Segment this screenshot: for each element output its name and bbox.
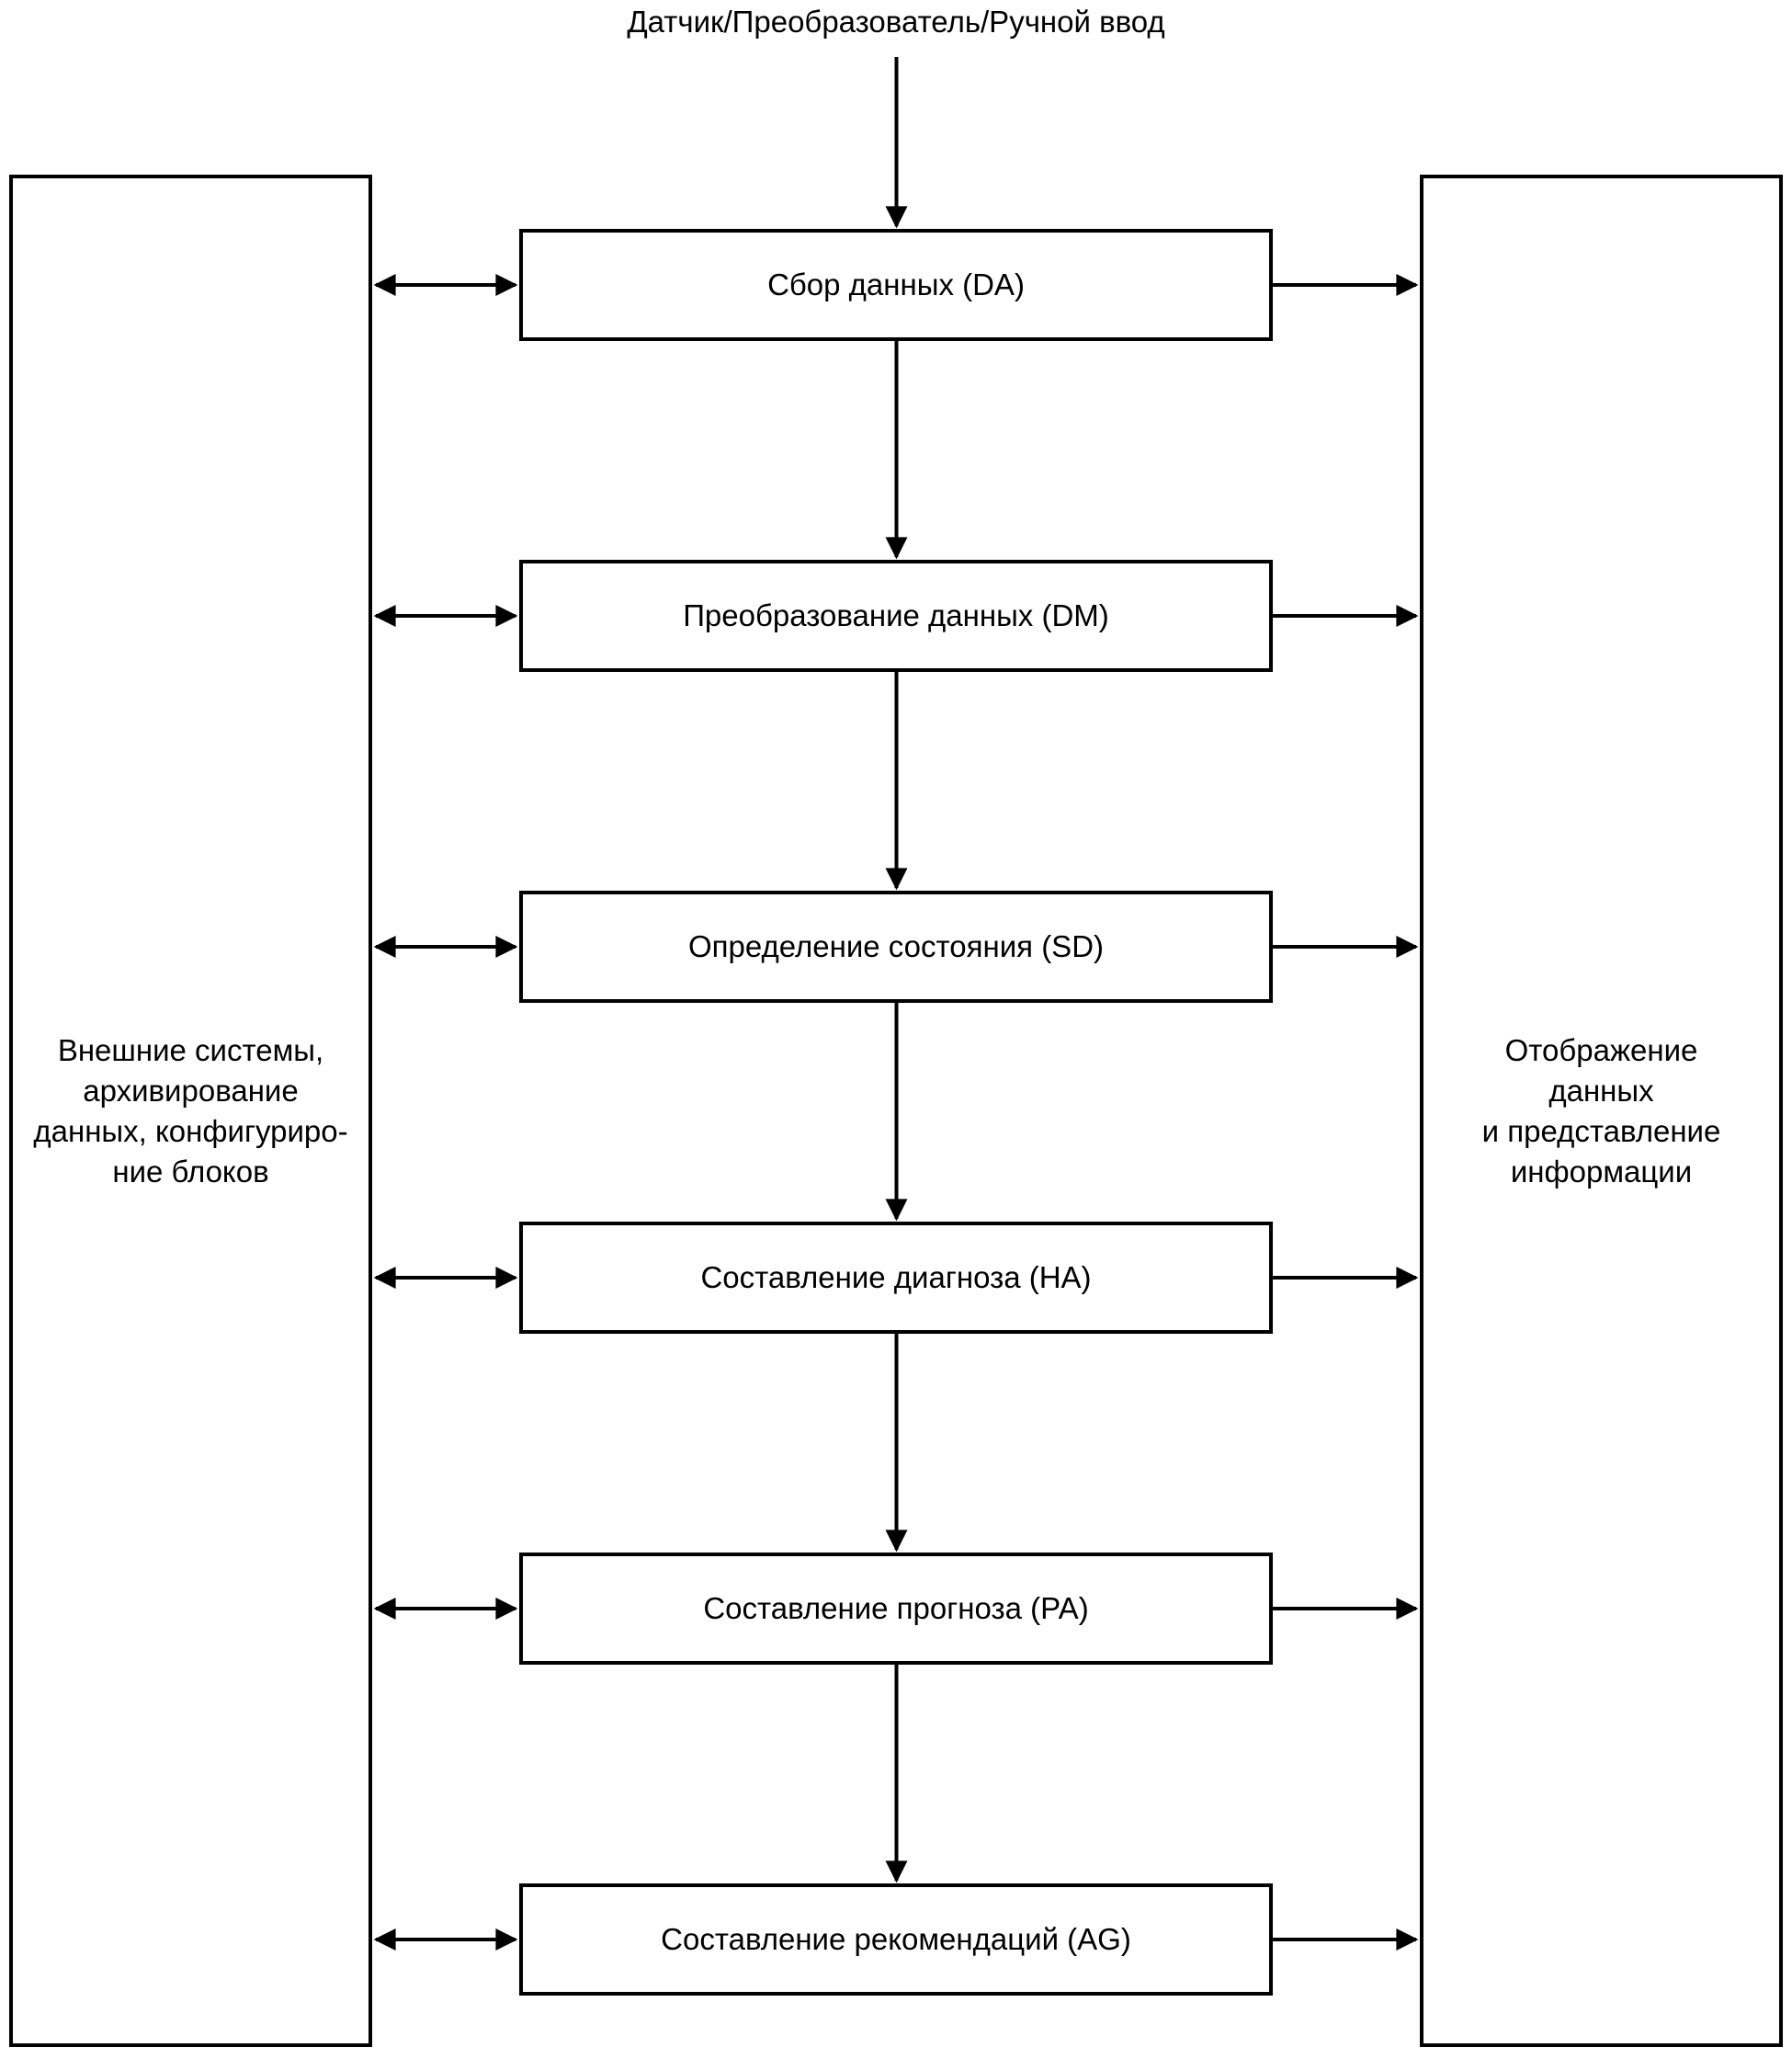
display-panel: Отображение данных и представление инфор… [1420, 175, 1783, 2047]
node-ag: Составление рекомендаций (AG) [519, 1883, 1273, 1996]
external-systems-label: Внешние системы, архивирование данных, к… [33, 1032, 348, 1189]
node-da: Сбор данных (DA) [519, 229, 1273, 341]
node-pa: Составление прогноза (PA) [519, 1553, 1273, 1665]
diagram-title: Датчик/Преобразователь/Ручной ввод [627, 5, 1165, 39]
node-sd: Определение состояния (SD) [519, 891, 1273, 1003]
node-ha: Составление диагноза (HA) [519, 1222, 1273, 1334]
node-pa-label: Составление прогноза (PA) [703, 1591, 1089, 1625]
node-da-label: Сбор данных (DA) [767, 267, 1025, 301]
external-systems-panel: Внешние системы, архивирование данных, к… [9, 175, 372, 2047]
node-sd-label: Определение состояния (SD) [687, 929, 1105, 963]
node-dm-label: Преобразование данных (DM) [683, 598, 1109, 632]
node-ag-label: Составление рекомендаций (AG) [661, 1922, 1131, 1956]
node-ha-label: Составление диагноза (HA) [700, 1260, 1092, 1294]
display-panel-label: Отображение данных и представление инфор… [1481, 1032, 1721, 1189]
node-dm: Преобразование данных (DM) [519, 560, 1273, 672]
